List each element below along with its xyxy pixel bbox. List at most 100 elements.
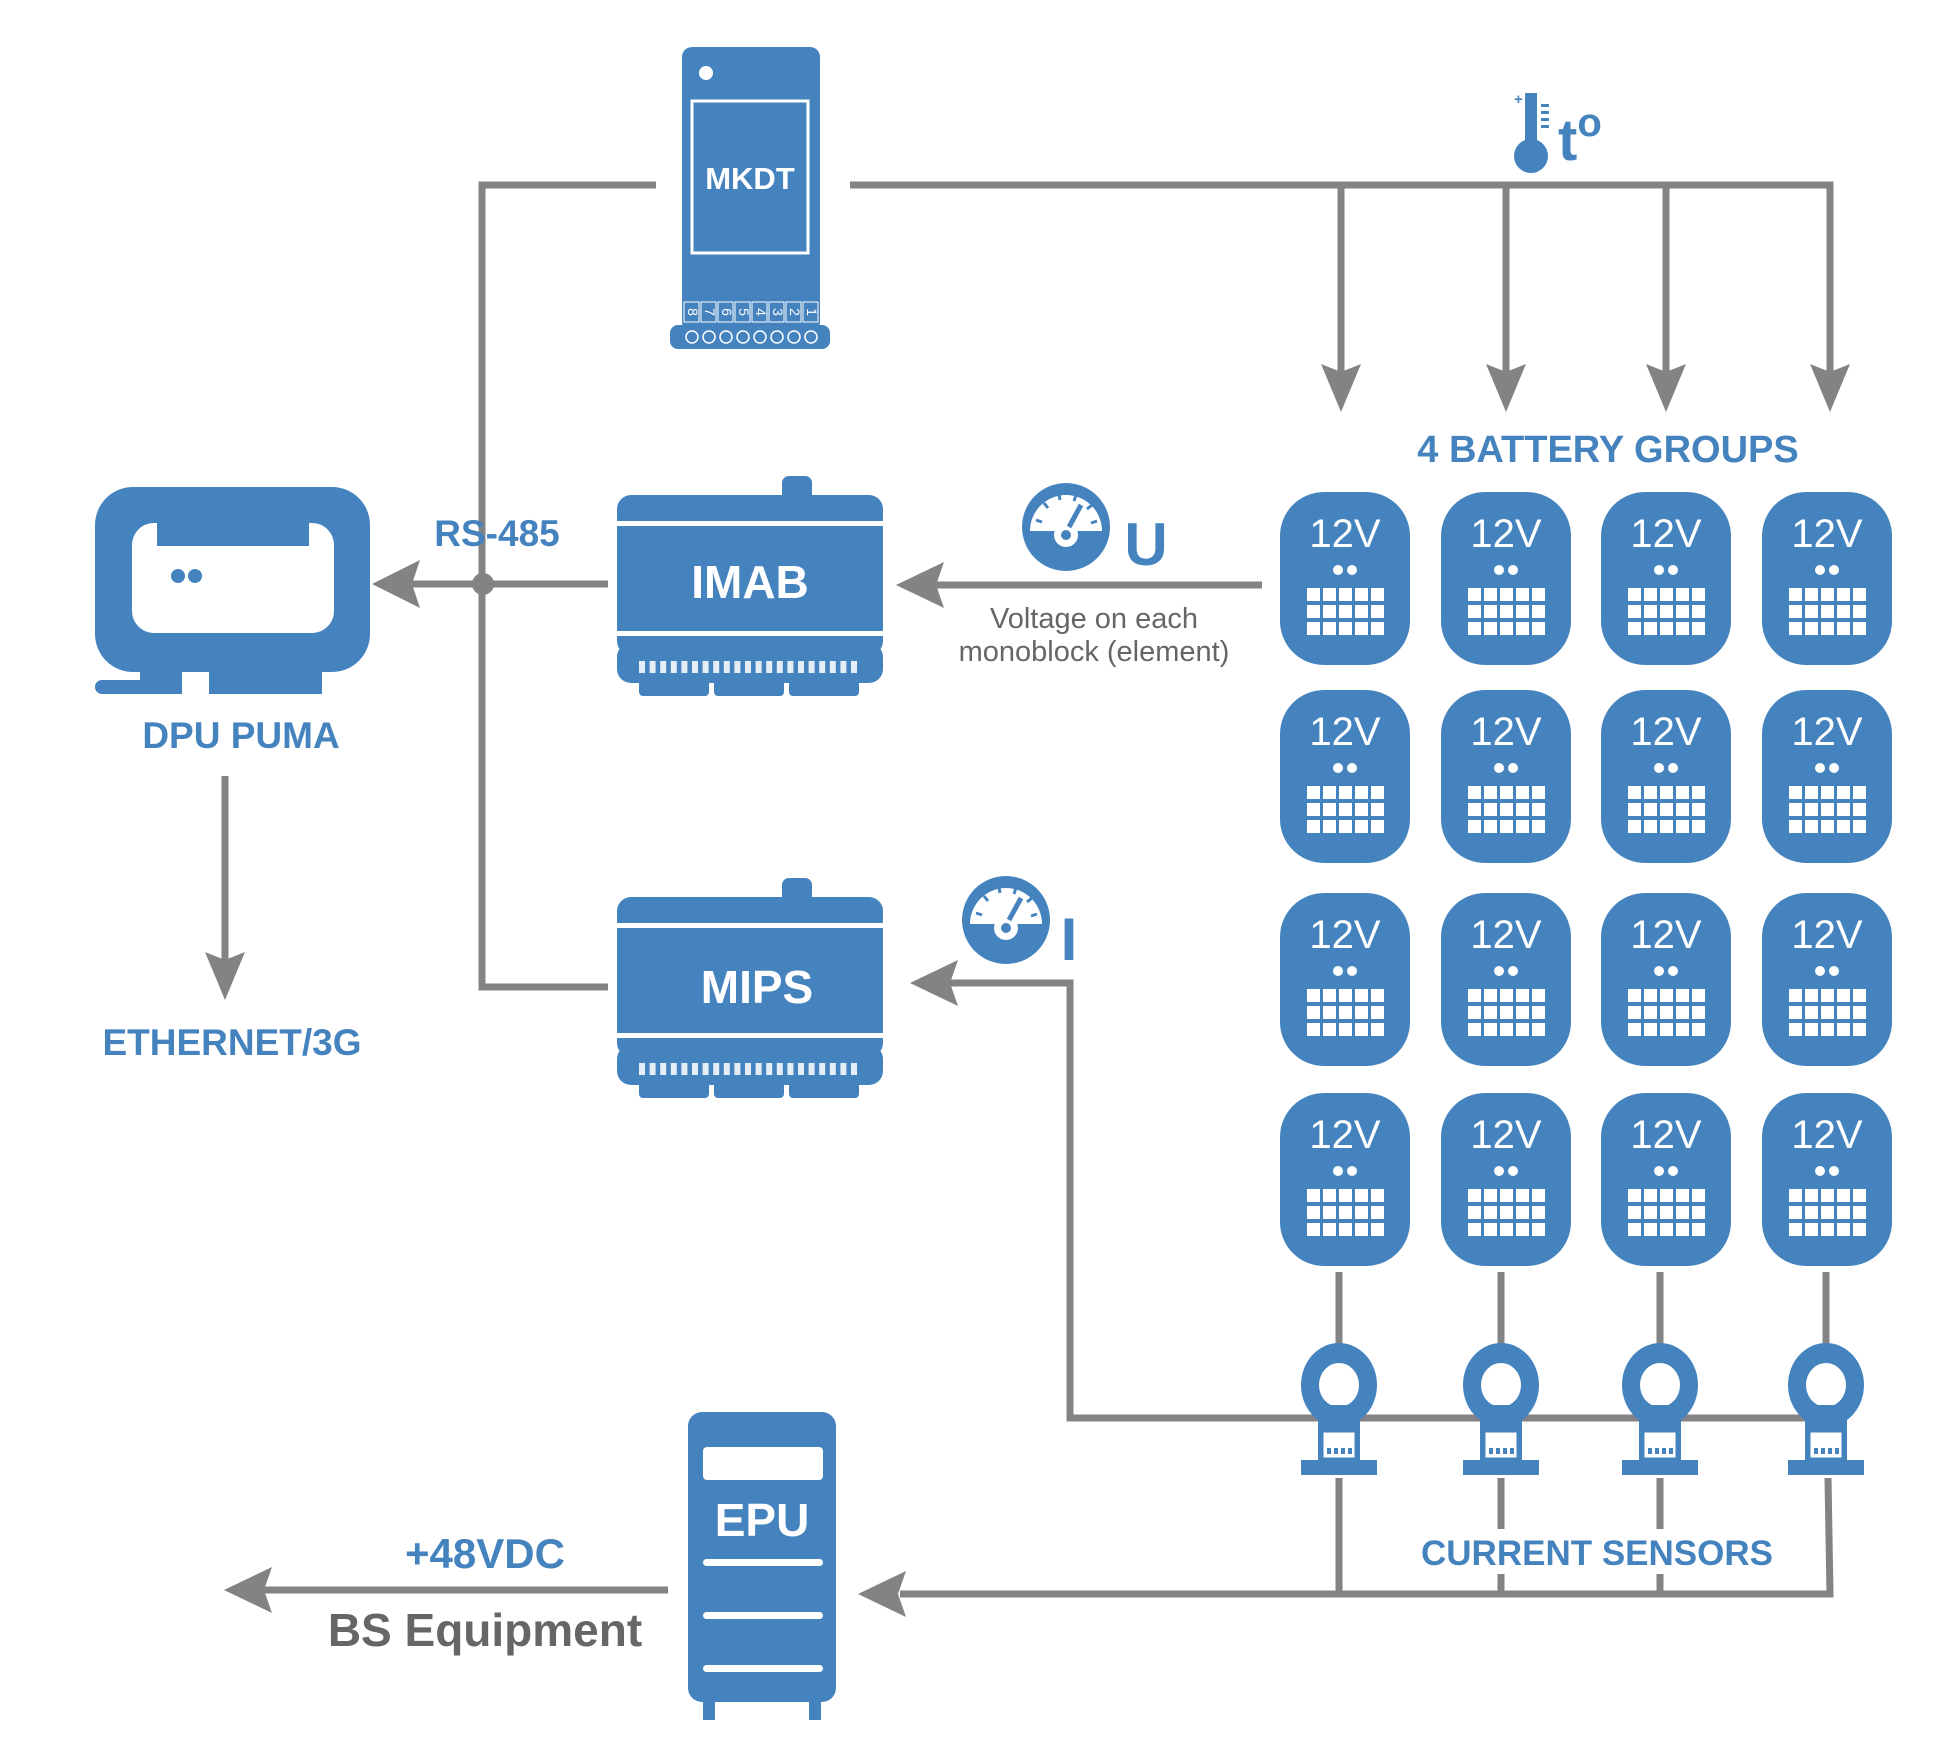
svg-text:+: + [1514, 91, 1523, 108]
battery-cell [1805, 1206, 1818, 1219]
battery-cell [1371, 1223, 1384, 1236]
battery-cell [1644, 989, 1657, 1002]
battery-cell [1837, 1023, 1850, 1036]
battery-cell [1307, 820, 1320, 833]
imab-arrowhead [896, 562, 944, 608]
battery-block[interactable]: 12V [1280, 690, 1410, 863]
battery-cell [1692, 1189, 1705, 1202]
battery-cell [1532, 803, 1545, 816]
mips-device[interactable]: MIPS [617, 878, 883, 1098]
mkdt-terminal-hole [702, 330, 716, 344]
battery-icon [1601, 893, 1731, 1066]
current-sensor-icon[interactable] [1301, 1343, 1377, 1475]
battery-cell [1853, 1223, 1866, 1236]
battery-cell [1371, 605, 1384, 618]
mkdt-terminal-hole [685, 330, 699, 344]
battery-block[interactable]: 12V [1280, 893, 1410, 1066]
battery-cell [1484, 786, 1497, 799]
battery-cell [1307, 803, 1320, 816]
battery-cell [1307, 1223, 1320, 1236]
battery-terminal [1654, 966, 1664, 976]
battery-cell [1339, 989, 1352, 1002]
mkdt-terminal-hole [787, 330, 801, 344]
battery-block[interactable]: 12V [1762, 893, 1892, 1066]
battery-block[interactable]: 12V [1601, 690, 1731, 863]
battery-cell [1628, 1206, 1641, 1219]
battery-cell [1644, 803, 1657, 816]
battery-cell [1355, 1006, 1368, 1019]
battery-block[interactable]: 12V [1762, 492, 1892, 665]
battery-block[interactable]: 12V [1441, 1093, 1571, 1266]
battery-block[interactable]: 12V [1441, 492, 1571, 665]
mkdt-led [699, 66, 713, 80]
battery-cell [1660, 1023, 1673, 1036]
battery-cell [1676, 803, 1689, 816]
connector-pin [798, 1063, 804, 1075]
current-sensor-icon[interactable] [1463, 1343, 1539, 1475]
battery-terminal [1815, 565, 1825, 575]
current-sensor-icon[interactable] [1622, 1343, 1698, 1475]
battery-cell [1468, 622, 1481, 635]
battery-cell [1644, 588, 1657, 601]
dpu-puma-device[interactable] [95, 487, 370, 694]
battery-terminal [1508, 1166, 1518, 1176]
battery-block[interactable]: 12V [1762, 1093, 1892, 1266]
epu-device[interactable]: EPU [688, 1412, 836, 1720]
battery-voltage-label: 12V [1470, 1113, 1541, 1157]
battery-cell [1821, 605, 1834, 618]
battery-block[interactable]: 12V [1601, 1093, 1731, 1266]
battery-cell [1500, 1223, 1513, 1236]
bs-equipment-label: BS Equipment [328, 1604, 642, 1656]
battery-cell [1837, 786, 1850, 799]
battery-cell [1468, 1223, 1481, 1236]
battery-icon [1601, 690, 1731, 863]
ammeter-gauge-icon [962, 876, 1050, 964]
dc-output-arrowhead [224, 1567, 272, 1613]
connector-pin [840, 661, 847, 673]
battery-block[interactable]: 12V [1280, 1093, 1410, 1266]
current-sensor-icon[interactable] [1788, 1343, 1864, 1475]
battery-terminal [1654, 763, 1664, 773]
battery-cell [1805, 1006, 1818, 1019]
battery-terminal [1815, 1166, 1825, 1176]
battery-block[interactable]: 12V [1601, 492, 1731, 665]
battery-cell [1516, 820, 1529, 833]
battery-cell [1644, 1006, 1657, 1019]
mkdt-terminal-number: 7 [702, 308, 718, 316]
battery-terminal [1347, 763, 1357, 773]
battery-cell [1676, 1189, 1689, 1202]
battery-block[interactable]: 12V [1441, 893, 1571, 1066]
connector-pin [819, 661, 826, 673]
connector-pin [776, 1063, 783, 1075]
battery-block[interactable]: 12V [1601, 893, 1731, 1066]
battery-cell [1355, 786, 1368, 799]
battery-block[interactable]: 12V [1280, 492, 1410, 665]
battery-cell [1837, 1006, 1850, 1019]
battery-cell [1371, 588, 1384, 601]
battery-cell [1484, 588, 1497, 601]
battery-cell [1789, 1189, 1802, 1202]
battery-cell [1468, 605, 1481, 618]
battery-cell [1821, 588, 1834, 601]
battery-block[interactable]: 12V [1441, 690, 1571, 863]
connector-pin [681, 661, 688, 673]
battery-cell [1644, 786, 1657, 799]
connector-pin [713, 661, 720, 673]
imab-device[interactable]: IMAB [617, 476, 883, 696]
battery-cell [1660, 1206, 1673, 1219]
mkdt-terminal [785, 301, 802, 323]
battery-terminal [1333, 565, 1343, 575]
battery-cell [1500, 820, 1513, 833]
battery-cell [1628, 803, 1641, 816]
battery-cell [1468, 1189, 1481, 1202]
mkdt-terminal [768, 301, 785, 323]
connector-pin [692, 661, 698, 673]
battery-cell [1676, 1223, 1689, 1236]
battery-cell [1500, 588, 1513, 601]
battery-cell [1853, 1006, 1866, 1019]
battery-cell [1323, 1223, 1336, 1236]
battery-block[interactable]: 12V [1762, 690, 1892, 863]
connector-pin [787, 661, 794, 673]
battery-cell [1628, 989, 1641, 1002]
